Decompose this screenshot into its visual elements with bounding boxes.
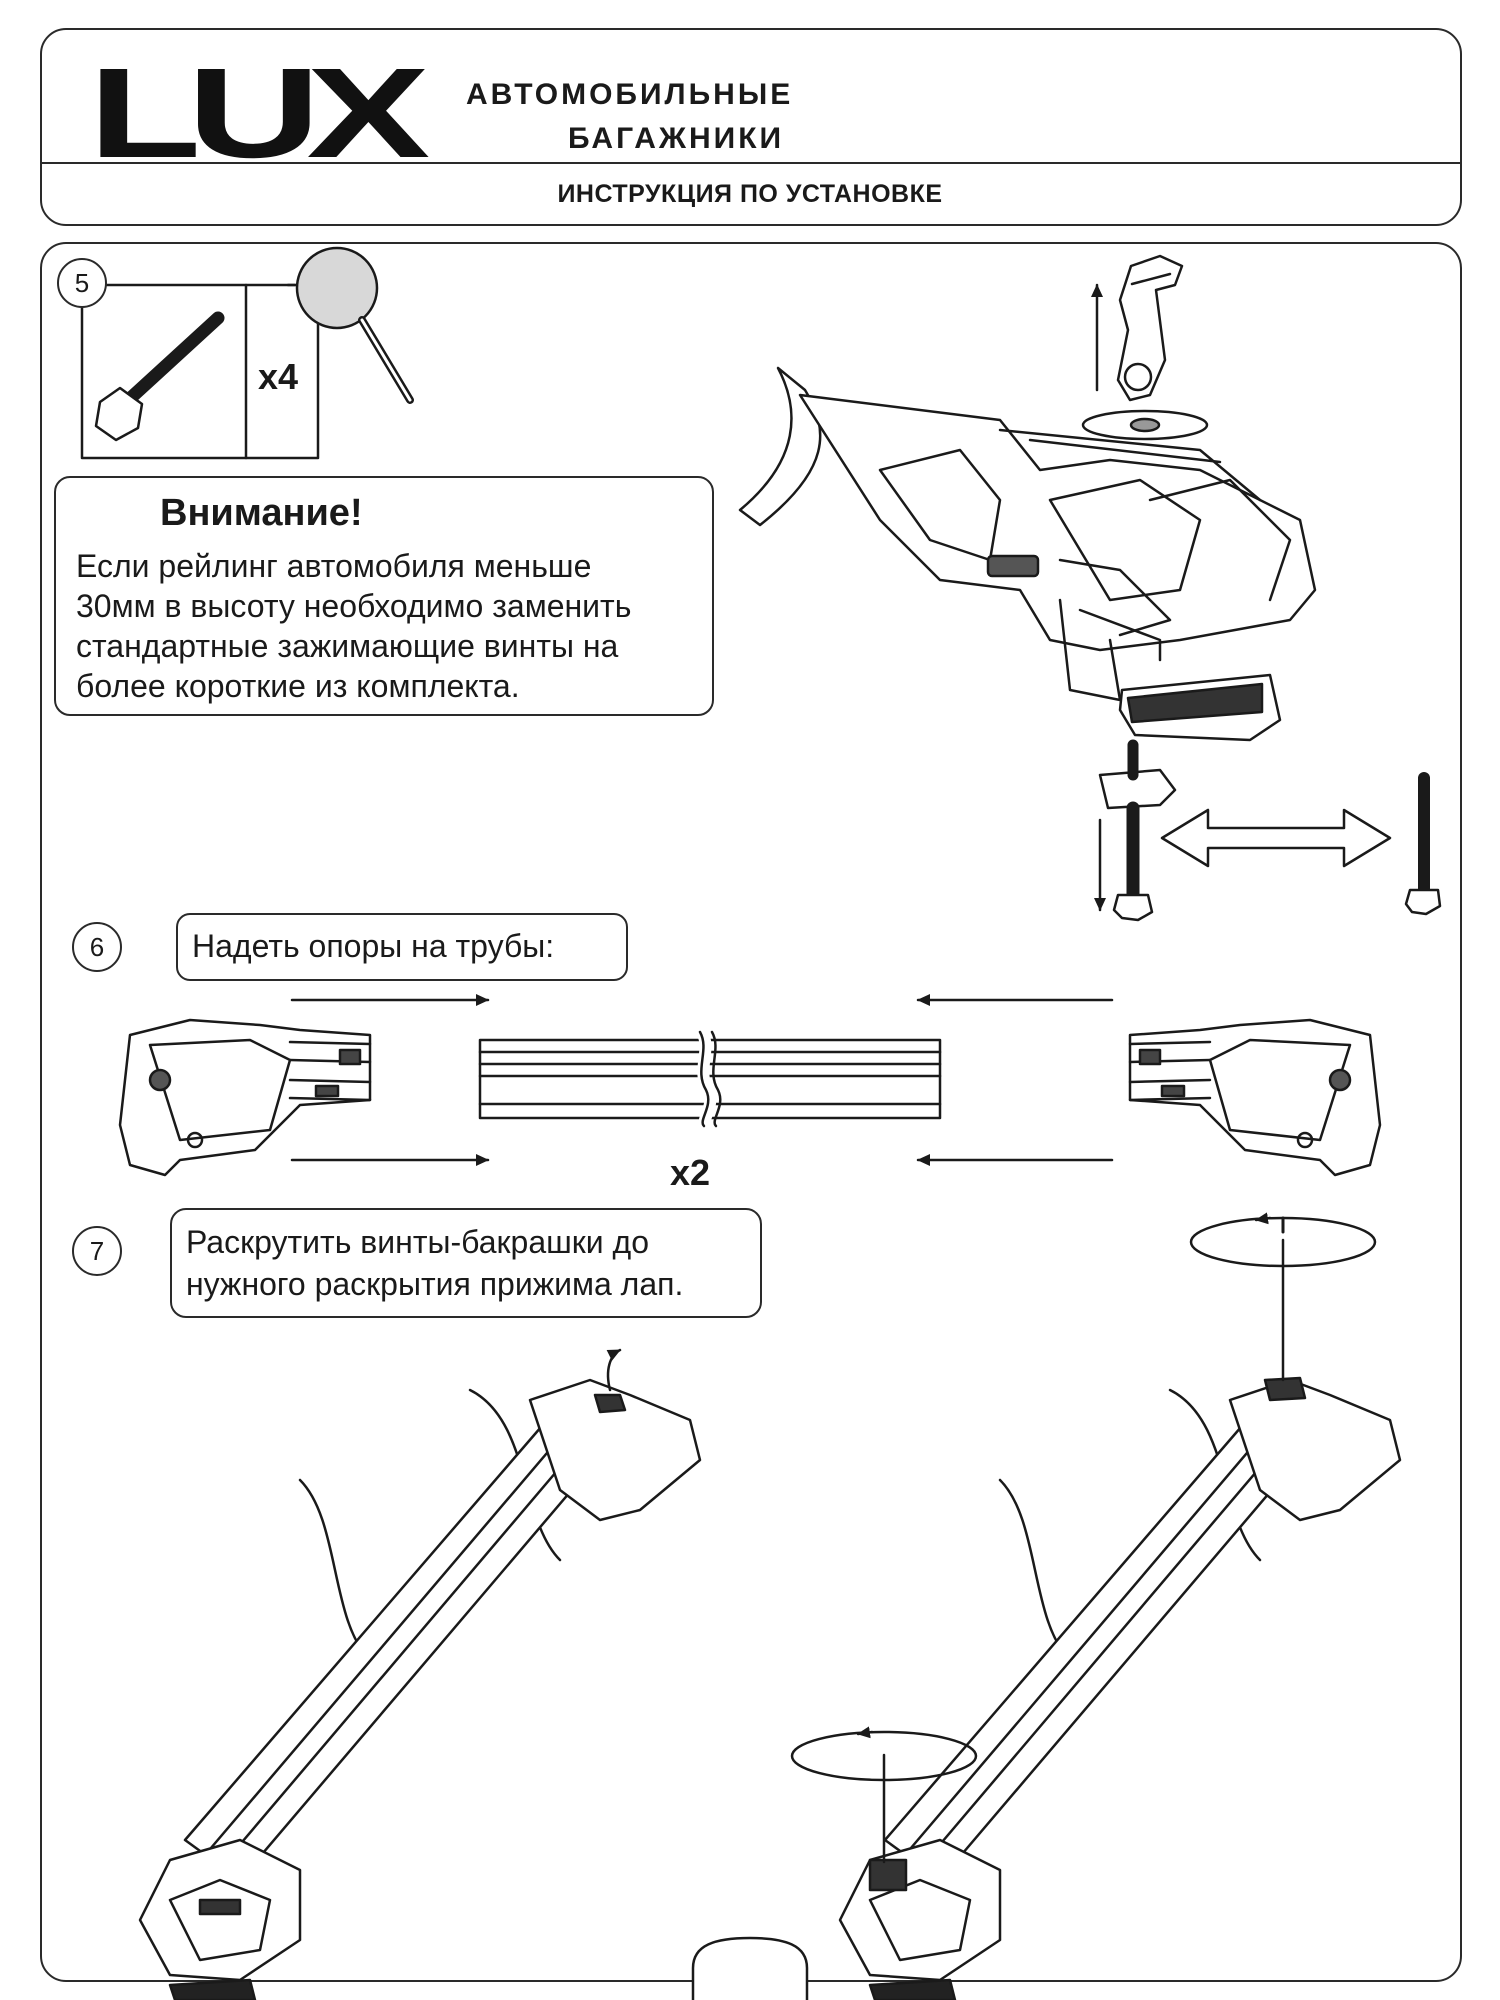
- bolt-icon: [94, 311, 225, 442]
- clamping-screws-illustration: [1094, 739, 1442, 922]
- brand-tagline-line2: БАГАЖНИКИ: [568, 122, 785, 155]
- step-6-callout: [176, 913, 628, 981]
- warning-line: стандартные зажимающие винты на: [76, 628, 619, 664]
- step-5-number: 5: [57, 258, 107, 308]
- support-right-illustration: [1128, 1018, 1382, 1177]
- clamp-lever-illustration: [1081, 254, 1209, 441]
- step-7-text-line2: нужного раскрытия прижима лап.: [186, 1266, 684, 1302]
- crossbar-tube-illustration: [478, 1026, 942, 1132]
- direction-arrows: [290, 994, 1114, 1166]
- warning-callout: [54, 476, 714, 716]
- warning-line: 30мм в высоту необходимо заменить: [76, 588, 632, 624]
- step-6-number: 6: [72, 922, 122, 972]
- step-7-number: 7: [72, 1226, 122, 1276]
- step-6-text: Надеть опоры на трубы:: [192, 928, 555, 964]
- warning-line: Если рейлинг автомобиля меньше: [76, 548, 592, 584]
- step-7-text-line1: Раскрутить винты-бакрашки до: [186, 1224, 650, 1260]
- page-tab: [691, 1936, 809, 2000]
- header-divider: [40, 162, 1462, 164]
- magnifier-icon: [295, 246, 414, 404]
- crossbar-right-illustration: [790, 1212, 1402, 2000]
- step-6-quantity: x2: [670, 1152, 711, 1193]
- header-frame: [40, 28, 1462, 226]
- step-5-quantity: x4: [258, 356, 299, 397]
- document-title: ИНСТРУКЦИЯ ПО УСТАНОВКЕ: [557, 180, 943, 208]
- step-7-callout: [170, 1208, 762, 1318]
- support-left-illustration: [118, 1018, 372, 1177]
- bracket-assembly-illustration: [738, 366, 1317, 742]
- crossbar-left-illustration: [138, 1348, 702, 2000]
- lux-logo: LUX: [88, 42, 430, 185]
- warning-line: более короткие из комплекта.: [76, 668, 520, 704]
- warning-title: Внимание!: [160, 492, 363, 534]
- brand-tagline-line1: АВТОМОБИЛЬНЫЕ: [466, 78, 794, 111]
- warning-body: Если рейлинг автомобиля меньше 30мм в вы…: [76, 546, 631, 706]
